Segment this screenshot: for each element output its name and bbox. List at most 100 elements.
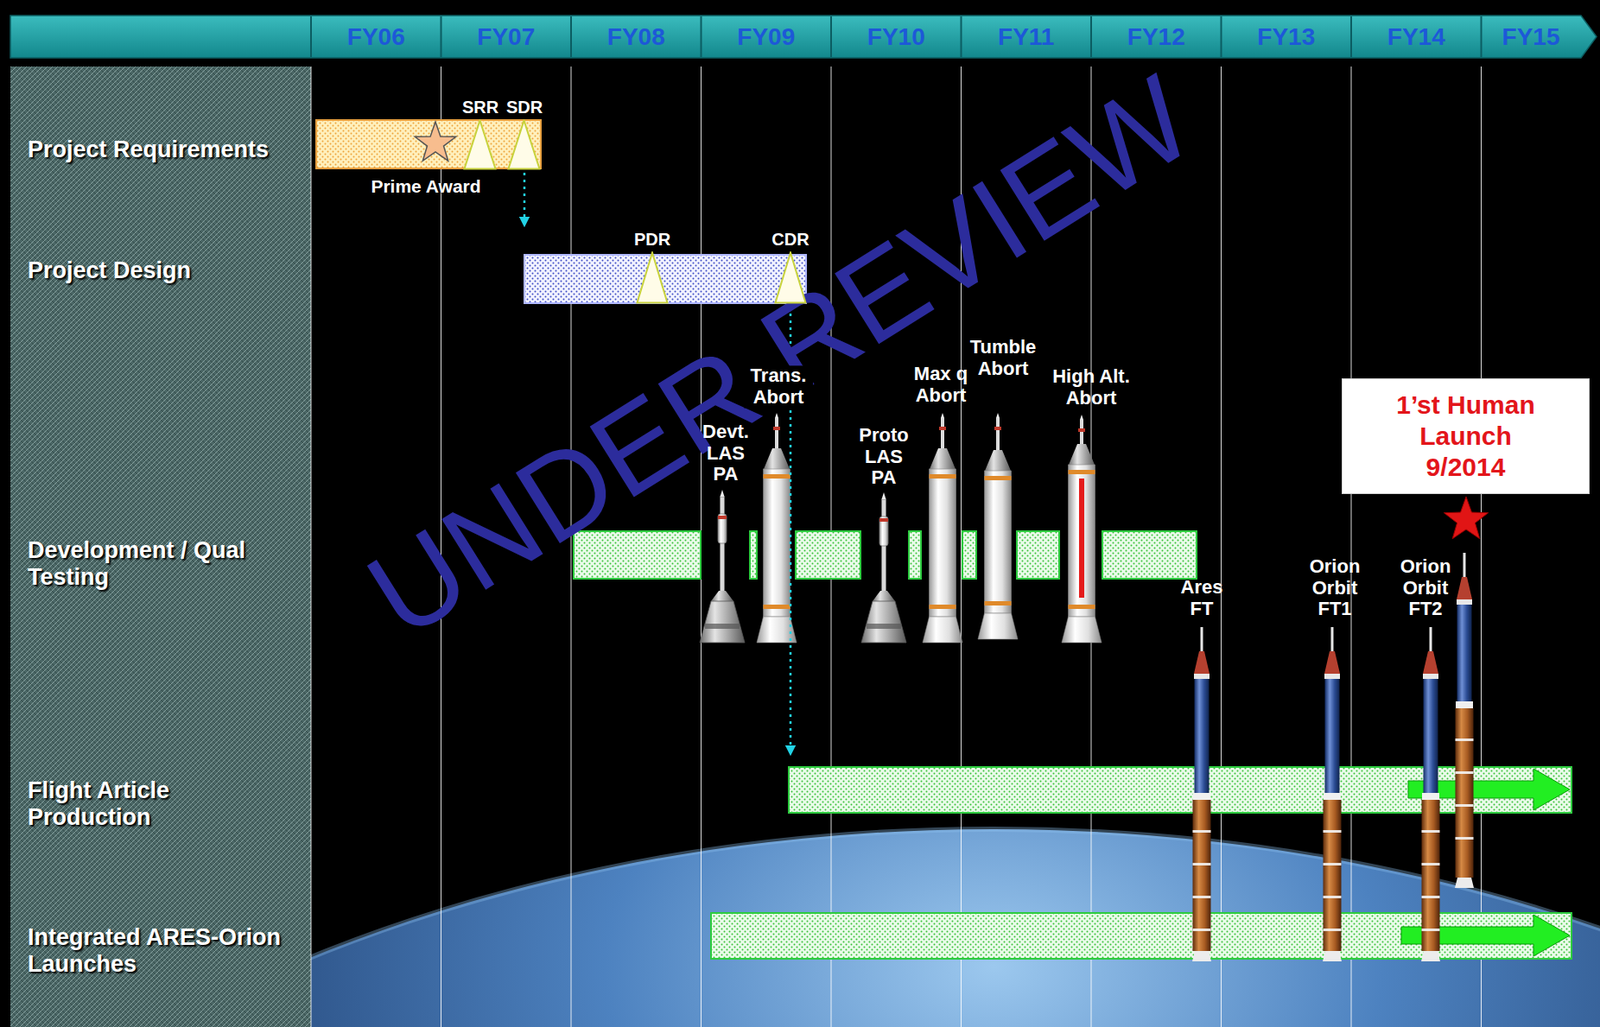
label-anchor: FY11 [997, 23, 1054, 51]
label-anchor: FY13 [1257, 23, 1315, 51]
booster-stripe [1068, 469, 1096, 475]
label-anchor: Ares FT [1173, 577, 1231, 620]
booster-stripe [929, 604, 957, 610]
crew-capsule [861, 601, 907, 643]
tower-ring [939, 426, 947, 431]
milestone-marker: CDR [769, 229, 811, 305]
nose-cone [929, 448, 956, 470]
label-anchor: FY08 [607, 23, 666, 51]
milestone-note: Prime Award [370, 176, 481, 197]
service-ring [1193, 673, 1210, 680]
milestone-marker: PDR [632, 229, 673, 305]
fiscal-year-label: FY11 [997, 23, 1054, 51]
header-divider [1480, 16, 1483, 58]
abort-tower [996, 418, 1000, 451]
nose-cone [763, 448, 790, 470]
service-ring [1456, 599, 1473, 605]
testing-bar [1016, 531, 1060, 579]
header-divider [570, 16, 572, 58]
vehicle-label: Orion Orbit FT1 [1304, 556, 1366, 621]
fiscal-year-label: FY06 [347, 23, 406, 51]
interstage [1323, 793, 1341, 800]
segment-ring [1323, 830, 1342, 833]
triangle-outline [636, 253, 667, 304]
segment-ring [1193, 928, 1212, 932]
nose-cone [872, 590, 896, 602]
nozzle [1454, 877, 1474, 889]
capsule-band [866, 623, 902, 629]
milestone-label: CDR [769, 229, 811, 250]
launch-bar [711, 913, 1572, 959]
upper-stage [1325, 679, 1340, 796]
fiscal-year-label: FY08 [607, 23, 666, 51]
header-divider [1220, 16, 1223, 58]
header-divider [1350, 16, 1353, 58]
upper-stage [1423, 679, 1439, 796]
booster-stripe [984, 601, 1012, 606]
upper-stage [1194, 679, 1210, 796]
row-label: Integrated ARES-Orion Launches [27, 924, 313, 978]
fiscal-year-label: FY14 [1387, 23, 1446, 51]
nose-cone [984, 450, 1011, 471]
year-gridline [311, 66, 312, 1027]
row-label: Project Requirements [27, 136, 313, 164]
crew-capsule [1456, 577, 1473, 600]
abort-tower [940, 418, 945, 449]
segment-ring [1193, 830, 1212, 833]
booster-body [929, 469, 957, 617]
abort-motor [879, 516, 889, 547]
header-divider [310, 16, 312, 58]
row-label: Project Design [27, 257, 313, 285]
row-header-panel [10, 66, 312, 1027]
service-ring [1324, 673, 1340, 680]
tower-ring [1078, 428, 1086, 432]
segment-ring [1193, 863, 1212, 866]
year-gridline [1480, 66, 1482, 1027]
vehicle-label: Ares FT [1173, 577, 1231, 620]
milestone-triangle [635, 251, 669, 305]
nozzle [1421, 951, 1441, 962]
segment-ring [1455, 837, 1474, 840]
timeline-header [10, 15, 1597, 58]
launch-star [1443, 496, 1488, 540]
header-divider [440, 16, 443, 58]
abort-test-rocket [922, 412, 963, 643]
segment-ring [1422, 895, 1441, 899]
label-anchor: Orion Orbit FT1 [1304, 556, 1366, 621]
handoff-arrow [523, 172, 527, 227]
year-gridline [1220, 66, 1222, 1027]
nose-cone [1068, 444, 1095, 465]
booster-stripe [929, 474, 957, 479]
tower-tip [996, 412, 1000, 419]
callout-box: 1’st Human Launch 9/2014 [1341, 378, 1590, 495]
header-divider [700, 16, 703, 58]
booster-stripe [1068, 604, 1096, 610]
testing-bar [795, 531, 861, 579]
booster-body [763, 469, 791, 617]
abort-test-rocket [1061, 414, 1102, 643]
row-band: Flight Article Production [10, 755, 1590, 890]
abort-motor [717, 514, 727, 544]
milestone-label: SRR [460, 97, 501, 118]
crew-capsule [1193, 651, 1210, 674]
booster-stripe [763, 604, 791, 610]
upper-stage [1457, 604, 1473, 705]
abort-tower [1200, 627, 1204, 652]
label-anchor: FY12 [1127, 23, 1186, 51]
requirements-bar [316, 120, 541, 169]
row-label: Development / Qual Testing [27, 537, 287, 591]
vehicle-label: Max q Abort [904, 363, 978, 407]
abort-tower [1429, 627, 1433, 652]
ares-rocket [1454, 552, 1474, 889]
milestone-triangle [507, 119, 541, 171]
booster-skirt [1061, 616, 1102, 643]
segment-ring [1323, 863, 1342, 866]
row-band: Development / Qual Testing 1’st Human Lau… [10, 328, 1590, 743]
row-band: Integrated ARES-Orion Launches [10, 898, 1590, 1003]
ares-rocket [1421, 627, 1441, 962]
booster-body [1068, 464, 1096, 617]
row-label: Flight Article Production [27, 777, 227, 832]
booster-skirt [922, 616, 963, 643]
label-anchor: FY07 [476, 23, 535, 51]
abort-tower [1331, 627, 1334, 652]
